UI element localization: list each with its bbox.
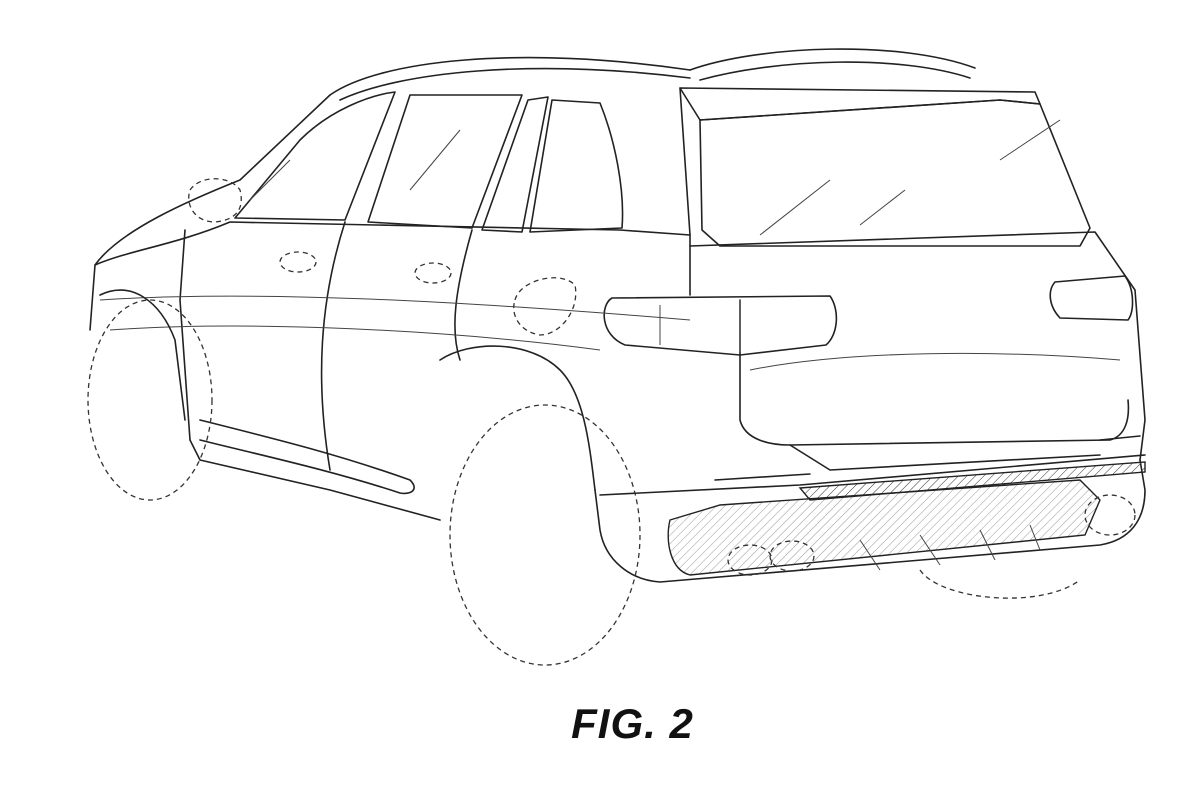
rear-left-wheel <box>449 404 641 666</box>
exhaust-tips <box>727 494 1136 576</box>
dashed-features <box>188 178 577 336</box>
right-taillight <box>1049 275 1134 321</box>
roof-rails <box>329 48 976 101</box>
figure-label: FIG. 2 <box>571 700 694 747</box>
rear-spoiler <box>679 87 1041 121</box>
side-windows <box>234 91 624 233</box>
rear-window <box>699 99 1091 247</box>
rear-bumper <box>594 435 1146 583</box>
rear-right-wheel <box>919 569 1081 599</box>
left-taillight <box>603 295 838 356</box>
body-side <box>89 94 691 521</box>
front-left-wheel <box>87 299 213 501</box>
tailgate <box>679 87 1146 471</box>
